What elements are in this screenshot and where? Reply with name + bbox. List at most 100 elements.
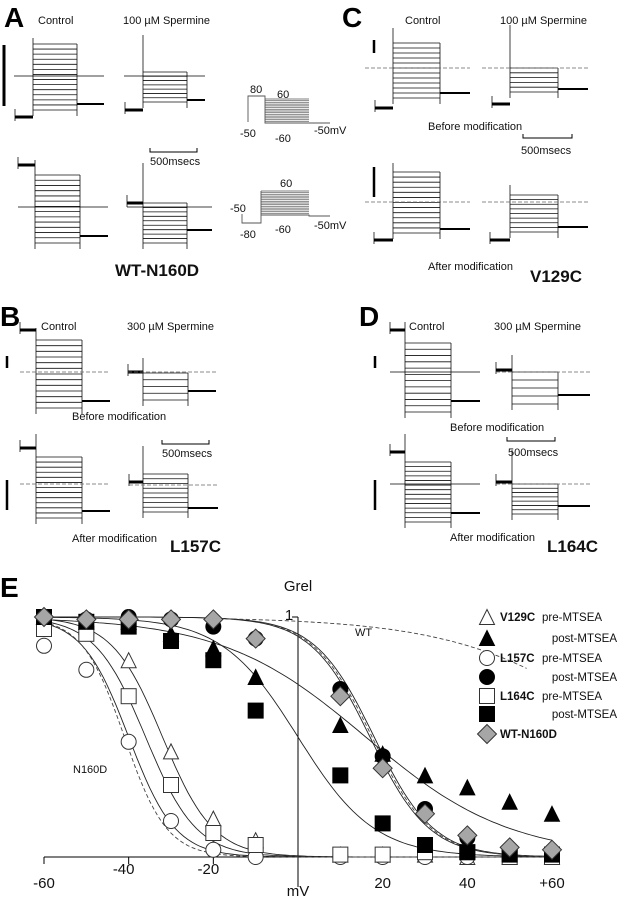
protocol-label: 60	[280, 178, 292, 190]
panel-letter: D	[359, 301, 379, 332]
x-tick-label: -60	[33, 875, 55, 892]
current-trace	[124, 35, 205, 114]
protocol-label: -50mV	[314, 125, 347, 137]
mutant-label: V129C	[530, 267, 582, 286]
protocol-label: -60	[275, 224, 291, 236]
mutant-label: L164C	[547, 537, 598, 556]
current-trace	[389, 322, 480, 418]
current-traces	[365, 25, 590, 244]
data-point	[372, 757, 393, 779]
voltage-protocol-line	[241, 191, 330, 224]
panel-letter: A	[4, 2, 24, 33]
data-point	[459, 844, 476, 861]
mutant-label: WT-N160D	[115, 261, 199, 280]
before-modification-label: Before modification	[450, 422, 544, 434]
square-marker-icon	[479, 706, 495, 722]
data-point	[163, 633, 179, 649]
panel-letter: C	[342, 2, 362, 33]
data-point	[160, 609, 182, 630]
data-point	[118, 609, 139, 630]
data-point	[120, 733, 137, 750]
diamond-marker-icon	[476, 723, 498, 745]
data-point	[416, 766, 434, 784]
protocol-label: -50mV	[314, 220, 347, 232]
data-point	[457, 825, 478, 846]
data-point	[205, 825, 222, 841]
data-point	[332, 716, 349, 733]
control-label: Control	[405, 15, 440, 27]
data-point	[330, 685, 351, 707]
legend-item: post-MTSEA	[478, 629, 618, 646]
current-trace	[495, 355, 590, 410]
panel-a: A Control 100 µM Spermine 500msecs 80 60…	[2, 2, 347, 280]
current-trace	[127, 358, 216, 406]
legend-label: pre-MTSEA	[542, 653, 602, 665]
time-scale-bar	[522, 134, 573, 139]
x-tick-label: 40	[459, 875, 476, 892]
y-tick-label: 1	[285, 607, 293, 624]
control-label: Control	[41, 321, 76, 333]
time-scale-label: 500msecs	[521, 145, 572, 157]
data-point	[76, 609, 97, 630]
data-point	[162, 742, 180, 760]
data-point	[247, 668, 264, 685]
data-point	[163, 777, 179, 793]
data-point	[36, 637, 52, 654]
current-traces	[389, 322, 590, 528]
panel-c: C Control 100 µM Spermine Before modific…	[342, 2, 590, 286]
time-scale-bar	[149, 148, 198, 153]
legend-item: post-MTSEA	[479, 669, 617, 685]
drug-label: 100 µM Spermine	[123, 15, 210, 27]
data-point	[78, 661, 95, 678]
triangle-marker-icon	[478, 629, 496, 646]
data-point	[332, 846, 349, 863]
legend-label: pre-MTSEA	[542, 612, 602, 624]
time-scale-label: 500msecs	[150, 156, 201, 168]
after-modification-label: After modification	[72, 533, 157, 545]
series-wt-n160d	[33, 606, 563, 861]
before-modification-label: Before modification	[72, 411, 166, 423]
x-tick-label: -20	[197, 861, 219, 878]
voltage-protocol-line	[247, 95, 330, 124]
current-trace	[495, 450, 590, 520]
data-point	[499, 837, 520, 858]
data-point	[417, 837, 433, 853]
legend-label: post-MTSEA	[552, 633, 618, 645]
panel-d: D Control 300 µM Spermine Before modific…	[359, 301, 598, 556]
square-marker-icon	[479, 688, 495, 704]
data-point	[163, 813, 179, 829]
legend-item: post-MTSEA	[479, 706, 617, 722]
voltage-step	[265, 98, 309, 124]
voltage-step	[261, 190, 309, 216]
x-axis-label: mV	[287, 883, 310, 899]
mutant-label: L157C	[170, 537, 221, 556]
data-point	[203, 609, 224, 630]
data-point	[374, 815, 391, 832]
data-point	[541, 839, 563, 861]
after-modification-label: After modification	[428, 261, 513, 273]
current-trace	[14, 38, 104, 121]
data-point	[247, 837, 264, 853]
x-tick-label: +60	[539, 875, 564, 892]
legend-label: pre-MTSEA	[542, 691, 602, 703]
time-scale-label: 500msecs	[508, 447, 559, 459]
current-trace	[374, 28, 470, 112]
drug-label: 100 µM Spermine	[500, 15, 587, 27]
protocol-label: -60	[275, 133, 291, 145]
legend-mutant-label: L157C	[500, 653, 535, 665]
drug-label: 300 µM Spermine	[127, 321, 214, 333]
data-point	[120, 688, 137, 705]
after-modification-label: After modification	[450, 532, 535, 544]
protocol-label: -80	[240, 229, 256, 241]
before-modification-label: Before modification	[428, 121, 522, 133]
legend-mutant-label: V129C	[500, 612, 535, 624]
circle-marker-icon	[479, 650, 495, 666]
triangle-marker-icon	[478, 608, 496, 625]
x-tick-label: -40	[113, 861, 135, 878]
current-traces	[14, 35, 212, 249]
panel-letter: E	[0, 572, 19, 603]
control-label: Control	[409, 321, 444, 333]
current-trace	[489, 185, 588, 244]
